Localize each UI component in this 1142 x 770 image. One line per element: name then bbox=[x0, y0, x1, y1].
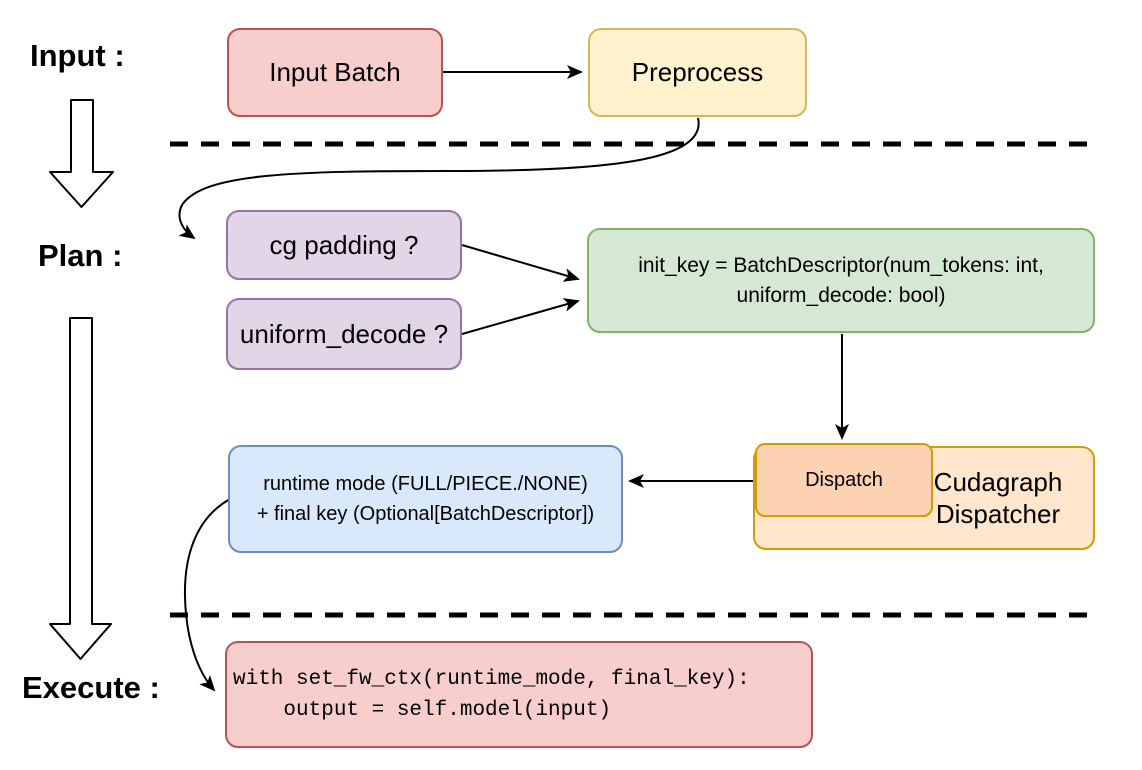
section-label-plan: Plan : bbox=[38, 238, 123, 273]
execute-code-node: with set_fw_ctx(runtime_mode, final_key)… bbox=[225, 641, 813, 748]
section-label-execute: Execute : bbox=[22, 670, 160, 705]
section-arrow-plan-to-execute-icon bbox=[49, 317, 112, 660]
input-batch-node: Input Batch bbox=[227, 28, 443, 117]
runtime-mode-line1: runtime mode (FULL/PIECE./NONE) bbox=[263, 473, 588, 495]
arrow-uniform-decode-to-init-key bbox=[461, 298, 580, 335]
uniform-decode-node: uniform_decode ? bbox=[226, 298, 462, 370]
cg-padding-label: cg padding ? bbox=[269, 229, 419, 260]
init-key-line1: init_key = BatchDescriptor(num_tokens: i… bbox=[638, 253, 1044, 277]
dispatch-label: Dispatch bbox=[805, 468, 883, 491]
execute-code-line1: with set_fw_ctx(runtime_mode, final_key)… bbox=[233, 667, 750, 691]
init-key-node: init_key = BatchDescriptor(num_tokens: i… bbox=[587, 228, 1095, 333]
runtime-mode-node: runtime mode (FULL/PIECE./NONE) + final … bbox=[228, 445, 623, 553]
arrow-runtime-mode-to-execute-code bbox=[183, 498, 231, 692]
preprocess-label: Preprocess bbox=[631, 57, 764, 88]
preprocess-node: Preprocess bbox=[588, 28, 807, 117]
execute-code-line2: output = self.model(input) bbox=[233, 698, 612, 722]
cudagraph-dispatcher-label: Cudagraph Dispatcher bbox=[913, 466, 1083, 531]
cg-padding-node: cg padding ? bbox=[226, 210, 462, 280]
cudagraph-dispatcher-line2: Dispatcher bbox=[935, 499, 1061, 529]
input-batch-label: Input Batch bbox=[269, 57, 401, 88]
cudagraph-dispatcher-line1: Cudagraph bbox=[933, 466, 1063, 497]
section-arrow-input-to-plan-icon bbox=[49, 99, 114, 208]
runtime-mode-line2: + final key (Optional[BatchDescriptor]) bbox=[256, 503, 595, 525]
uniform-decode-label: uniform_decode ? bbox=[239, 318, 449, 349]
arrow-cg-padding-to-init-key bbox=[461, 244, 580, 282]
dispatch-node: Dispatch bbox=[755, 443, 933, 517]
init-key-line2: uniform_decode: bool) bbox=[736, 283, 946, 307]
section-label-input: Input : bbox=[30, 38, 125, 73]
